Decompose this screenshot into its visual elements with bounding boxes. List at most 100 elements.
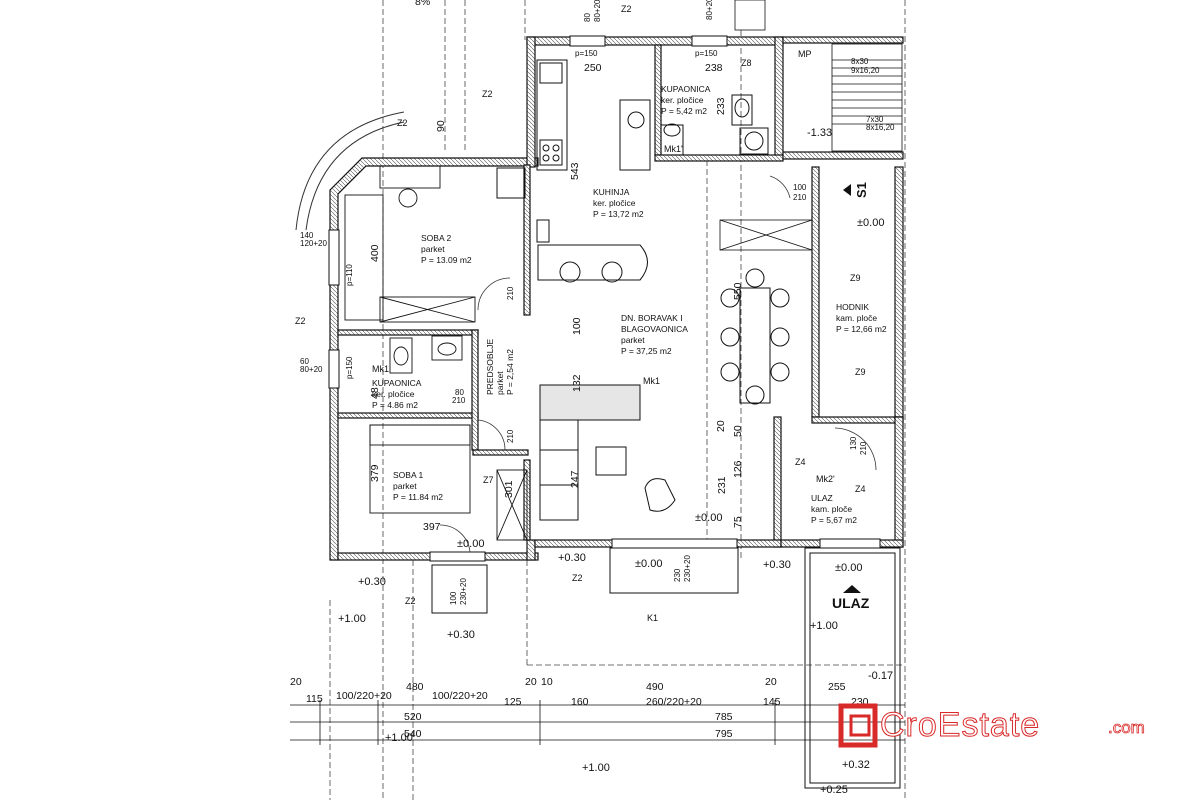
room-floor: ker. pločice xyxy=(661,95,704,105)
tag-mp: MP xyxy=(798,49,812,59)
dimension-lines xyxy=(290,700,905,745)
dim: 231 xyxy=(716,476,728,494)
dim: 20 xyxy=(525,676,537,688)
dim: 80+20 xyxy=(300,365,323,374)
room-name: KUPAONICA xyxy=(661,84,711,94)
dim: 210 xyxy=(452,396,466,405)
dim: 210 xyxy=(859,441,868,455)
level-label: +1.00 xyxy=(338,613,366,625)
walls xyxy=(329,36,904,561)
room-name: HODNIK xyxy=(836,302,869,312)
dim: 80+20 xyxy=(593,0,602,22)
dim: 9x16,20 xyxy=(851,66,880,75)
dim: 100 xyxy=(449,591,458,605)
bottom-dimensions: 20 115 100/220+20 480 100/220+20 520 540… xyxy=(290,676,869,740)
room-area: P = 5,67 m2 xyxy=(811,515,857,525)
room-kuhinja: KUHINJA ker. pločice P = 13,72 m2 xyxy=(593,187,644,219)
dim: 115 xyxy=(306,693,323,705)
room-area: P = 13,72 m2 xyxy=(593,209,644,219)
dim: p=150 xyxy=(695,49,718,58)
dim: 20 xyxy=(765,676,777,688)
level-label: -1.33 xyxy=(807,127,832,139)
dim: 230 xyxy=(673,568,682,582)
room-name: KUPAONICA xyxy=(372,378,422,388)
entrance-arrow-icon xyxy=(843,585,861,593)
dim: p=110 xyxy=(345,264,354,286)
dim: 247 xyxy=(569,470,581,488)
grid-lines xyxy=(329,0,906,800)
dim: 80 xyxy=(583,13,592,22)
level-label: +0.25 xyxy=(820,784,848,796)
dim: 90 xyxy=(435,120,447,132)
dim: 238 xyxy=(705,62,723,74)
dimensions-vertical: 90 400 543 233 379 301 100 550 247 231 1… xyxy=(345,0,868,605)
room-soba-2: SOBA 2 parket P = 13.09 m2 xyxy=(421,233,472,265)
tag-z7: Z7 xyxy=(483,475,494,485)
dim: 400 xyxy=(369,244,381,262)
staircase xyxy=(734,0,903,152)
tag-z2: Z2 xyxy=(405,596,416,606)
tag-z2: Z2 xyxy=(295,316,306,326)
element-tags: Z2 Z2 Z2 Z2 Z2 Z2 Z8 MP Z9 Z9 Z4 Z4 Z7 M… xyxy=(295,4,866,623)
dim: 100/220+20 xyxy=(432,690,488,702)
bedroom1-furniture xyxy=(369,424,528,541)
dim: 795 xyxy=(715,728,733,740)
room-predsoblje: PREDSOBLJE parket P = 2,54 m2 xyxy=(485,338,515,395)
dim: 210 xyxy=(506,286,515,300)
dim: 80+20 xyxy=(705,0,714,20)
room-floor: kam. ploče xyxy=(811,504,852,514)
bathroom-top-fixtures xyxy=(660,94,769,156)
kitchen-counter xyxy=(496,59,651,283)
tag-mk2: Mk2' xyxy=(816,474,835,484)
dim: 50 xyxy=(732,425,744,437)
tag-z9: Z9 xyxy=(855,367,866,377)
room-floor: kam. ploče xyxy=(836,313,877,323)
brand-name: CroEstate xyxy=(879,706,1041,745)
dim: 8x16,20 xyxy=(866,123,895,132)
dim: 230+20 xyxy=(459,578,468,605)
room-floor: parket xyxy=(393,481,417,491)
room-name: KUHINJA xyxy=(593,187,630,197)
level-label: ±0.00 xyxy=(695,512,722,524)
level-label: +1.00 xyxy=(582,762,610,774)
dim: 7x30 xyxy=(866,115,884,124)
brand-logo-icon xyxy=(838,703,878,748)
room-floor: ker. pločice xyxy=(372,389,415,399)
dim: 210 xyxy=(793,193,807,202)
room-name: ULAZ xyxy=(811,493,833,503)
bedroom2-furniture xyxy=(344,165,476,323)
dim: 480 xyxy=(406,681,424,693)
room-floor: parket xyxy=(621,335,645,345)
level-label: ±0.00 xyxy=(857,217,884,229)
level-label: ±0.00 xyxy=(457,538,484,550)
dim: 8% xyxy=(415,0,430,8)
dim: 140 xyxy=(300,231,314,240)
level-label: +0.30 xyxy=(358,576,386,588)
section-arrow-icon xyxy=(843,184,851,196)
room-boravak: DN. BORAVAK I BLAGOVAONICA parket P = 37… xyxy=(621,313,688,356)
tag-z9: Z9 xyxy=(850,273,861,283)
dim: 301 xyxy=(503,480,515,498)
dim: 379 xyxy=(369,464,381,482)
dim: 543 xyxy=(569,162,581,180)
dim: 132 xyxy=(571,374,583,392)
tag-z2: Z2 xyxy=(482,89,493,99)
level-label: +1.00 xyxy=(810,620,838,632)
dim: 397 xyxy=(423,521,441,533)
room-name: SOBA 1 xyxy=(393,470,424,480)
dim: 75 xyxy=(732,516,744,528)
room-area: P = 12,66 m2 xyxy=(836,324,887,334)
dim: 260/220+20 xyxy=(646,696,702,708)
dim: 540 xyxy=(404,728,422,740)
room-name-line1: DN. BORAVAK I xyxy=(621,313,683,323)
room-name-line2: BLAGOVAONICA xyxy=(621,324,688,334)
dim: 233 xyxy=(715,97,727,115)
dim: 130 xyxy=(849,436,858,450)
room-area: P = 5,42 m2 xyxy=(661,106,707,116)
tag-z4: Z4 xyxy=(855,484,866,494)
dim: 100/220+20 xyxy=(336,690,392,702)
entrance-label: ULAZ xyxy=(832,595,870,611)
